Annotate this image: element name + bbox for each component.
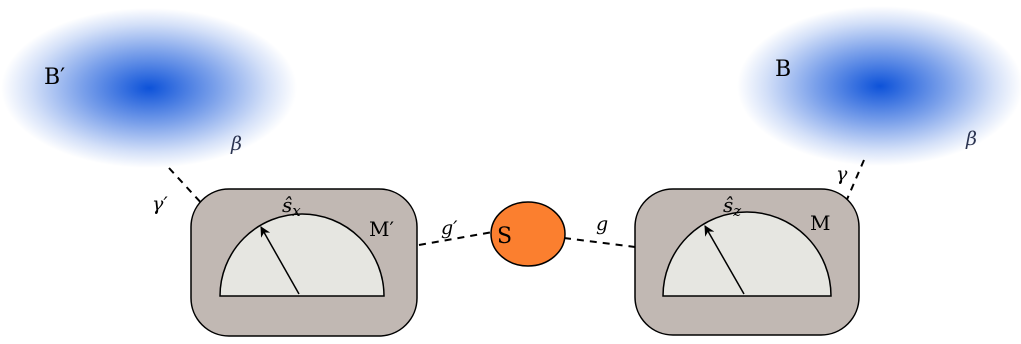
meter-left-observable-sub: x <box>292 202 301 220</box>
bath-left-beta: β <box>230 133 242 155</box>
bath-left-cloud <box>1 8 297 168</box>
coupling-line-bath-meter-left <box>168 167 205 207</box>
meter-left-observable: ŝx <box>282 193 301 220</box>
coupling-label-gamma-prime: γ′ <box>152 193 168 215</box>
coupling-line-bath-meter-right <box>844 159 865 205</box>
bath-right-beta: β <box>965 128 977 150</box>
coupling-label-g-prime: g′ <box>441 217 458 239</box>
meter-right-observable-sub: z <box>732 202 741 220</box>
system-node <box>490 201 566 267</box>
meter-right: ŝz M <box>634 188 860 336</box>
meter-left-needle-icon <box>260 226 300 295</box>
bath-right-cloud <box>737 6 1021 166</box>
system: S <box>490 201 566 267</box>
meter-right-label: M <box>810 211 830 235</box>
bath-right: B β <box>737 6 1021 166</box>
meter-right-needle-icon <box>704 225 745 295</box>
meter-left-label: M′ <box>369 217 394 241</box>
coupling-line-system-meter-right <box>563 237 636 248</box>
coupling-label-gamma: γ <box>836 163 848 185</box>
coupling-label-g: g <box>596 213 608 235</box>
meter-left: ŝx M′ <box>190 188 418 337</box>
bath-left: B′ β <box>1 8 297 168</box>
bath-left-label: B′ <box>44 65 65 90</box>
meter-right-observable: ŝz <box>723 193 741 220</box>
bath-right-label: B <box>775 57 791 82</box>
system-label: S <box>497 224 512 249</box>
